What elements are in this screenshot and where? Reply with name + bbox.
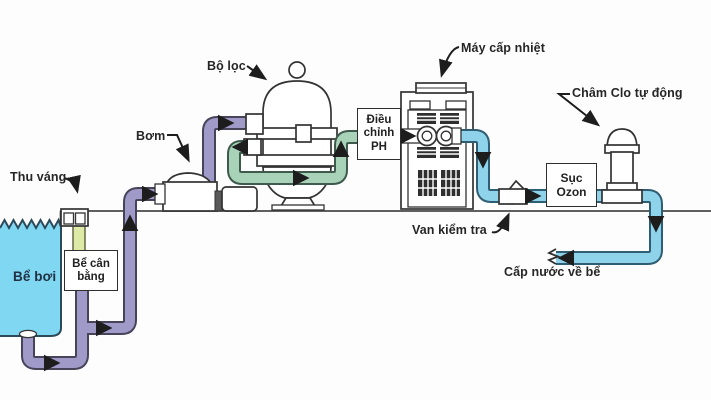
chlorinator-pointer bbox=[556, 93, 601, 127]
ph-adjust-box: Điều chỉnh PH bbox=[357, 108, 401, 160]
label-return-line: Cấp nước về bể bbox=[504, 265, 601, 279]
label-chlorinator: Châm Clo tự động bbox=[572, 86, 683, 100]
label-skimmer: Thu váng bbox=[10, 170, 67, 184]
check-valve-pointer bbox=[491, 212, 510, 234]
chlorinator-body bbox=[610, 151, 634, 187]
pump-coupling bbox=[214, 190, 223, 212]
heater-outlet-flange bbox=[451, 127, 462, 145]
pool-water bbox=[0, 217, 62, 337]
balance-tank: Bể cân bằng bbox=[64, 250, 118, 291]
label-check-valve: Van kiểm tra bbox=[412, 223, 487, 237]
main-drain bbox=[18, 329, 38, 339]
pump-volute bbox=[165, 172, 213, 184]
pump-motor bbox=[221, 186, 258, 212]
leader-arrows bbox=[63, 46, 601, 234]
pump bbox=[154, 172, 258, 212]
filter-pointer bbox=[246, 64, 268, 81]
filter-inlet-port bbox=[245, 113, 264, 135]
filter-band-buckle bbox=[295, 124, 312, 143]
skimmer bbox=[60, 208, 89, 253]
filter-tank bbox=[256, 61, 338, 211]
filter-band-lower bbox=[256, 154, 338, 167]
pump-body bbox=[162, 181, 218, 212]
label-filter: Bộ lọc bbox=[207, 59, 246, 73]
heater-vents bbox=[417, 113, 460, 196]
chlorinator bbox=[601, 128, 643, 204]
check-valve bbox=[498, 179, 528, 206]
label-heater: Máy cấp nhiệt bbox=[461, 41, 545, 55]
label-pool: Bể bơi bbox=[13, 269, 57, 284]
heater bbox=[400, 82, 474, 210]
skimmer-pointer bbox=[63, 174, 81, 194]
filter-knob bbox=[288, 61, 306, 79]
heater-pointer bbox=[439, 46, 460, 78]
pump-inlet-flange bbox=[154, 183, 166, 205]
pump-pointer bbox=[167, 134, 190, 163]
chlorinator-tee bbox=[601, 189, 643, 204]
skimmer-pipe bbox=[72, 223, 86, 253]
filter-outlet-port bbox=[243, 138, 262, 156]
label-pump: Bơm bbox=[136, 129, 166, 143]
ozone-box: Sục Ozon bbox=[546, 163, 597, 207]
chlorinator-dome bbox=[606, 128, 638, 150]
flow-arrows bbox=[43, 114, 665, 372]
